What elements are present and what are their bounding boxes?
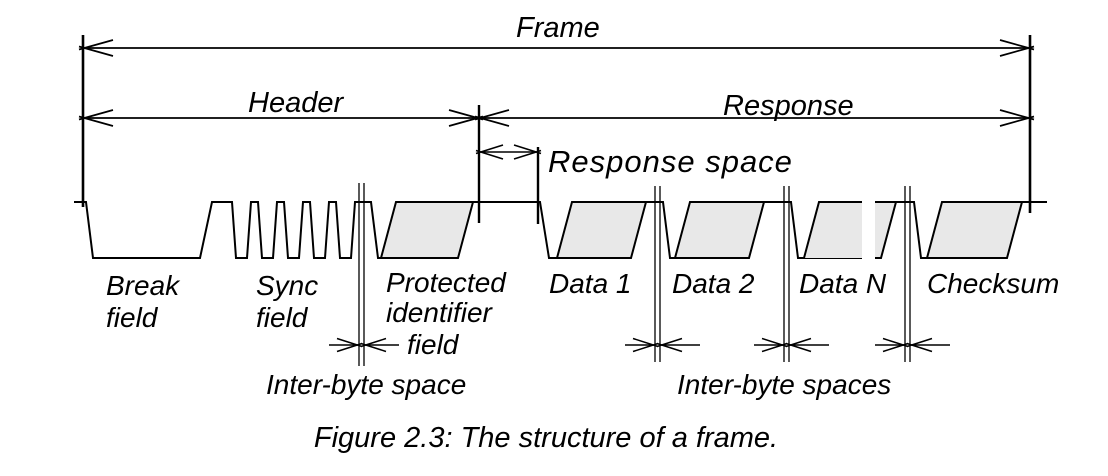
interbyte-marker-3 [754,337,829,353]
arrowhead-right-icon [999,39,1035,57]
inner-extent-lines [477,105,540,224]
response-dimension-arrow [474,109,1035,127]
interbyte-marker-2 [625,337,700,353]
data2-label: Data 2 [672,268,755,299]
arrowhead-left-icon [785,337,812,353]
protected-identifier-field-label-line2: identifier [386,297,492,328]
arrowhead-left-icon [474,109,510,127]
arrowhead-left-icon [906,337,933,353]
dataN-label: Data N [799,268,887,299]
arrowhead-right-icon [882,337,909,353]
arrowhead-left-icon [78,39,114,57]
header-label: Header [248,87,344,119]
dataN-byte-right-outline [875,201,898,259]
arrowhead-left-icon [78,109,114,127]
data2-byte-shape [673,201,766,259]
interbyte-marker-4 [875,337,950,353]
response-space-label: Response space [548,144,793,179]
interbyte-dimension-markers [329,337,950,353]
protected-identifier-field-label-line1: Protected [386,267,506,298]
frame-extent-lines [81,35,1032,213]
arrowhead-left-icon [656,337,683,353]
data1-byte-shape [555,201,648,259]
arrowhead-right-icon [999,109,1035,127]
arrowhead-right-icon [761,337,788,353]
figure-caption: Figure 2.3: The structure of a frame. [313,422,779,454]
frame-label: Frame [516,12,600,44]
checksum-label: Checksum [927,268,1060,299]
arrowhead-left-icon [475,144,504,160]
dataN-byte-right-shape [875,202,896,258]
break-sync-waveform [74,201,381,259]
interbyte-separator-3 [783,186,790,362]
arrowhead-right-icon [336,337,363,353]
dataN-byte-left-shape [804,202,862,258]
break-field-label: Break field [106,270,180,333]
arrowhead-left-icon [360,337,387,353]
response-label: Response [723,90,854,122]
interbyte-spaces-label: Inter-byte spaces [677,369,892,400]
interbyte-separator-lines [358,183,911,366]
dataN-byte-left-outline [803,201,862,259]
interbyte-separator-1 [358,183,365,366]
interbyte-separator-4 [904,186,911,362]
checksum-byte-shape [925,201,1024,259]
protected-identifier-field-label-line3: field [407,329,459,360]
arrowhead-right-icon [632,337,659,353]
data1-label: Data 1 [549,268,632,299]
frame-dimension-arrow [78,39,1035,57]
interbyte-separator-2 [654,186,661,362]
sync-field-label: Sync field [256,270,319,333]
arrowhead-right-icon [513,144,542,160]
signal-waveform [74,201,1047,259]
interbyte-space-label: Inter-byte space [266,369,467,400]
response-space-dimension-arrow [475,144,542,160]
interbyte-marker-1 [329,337,399,353]
pid-byte-shape [379,201,475,259]
